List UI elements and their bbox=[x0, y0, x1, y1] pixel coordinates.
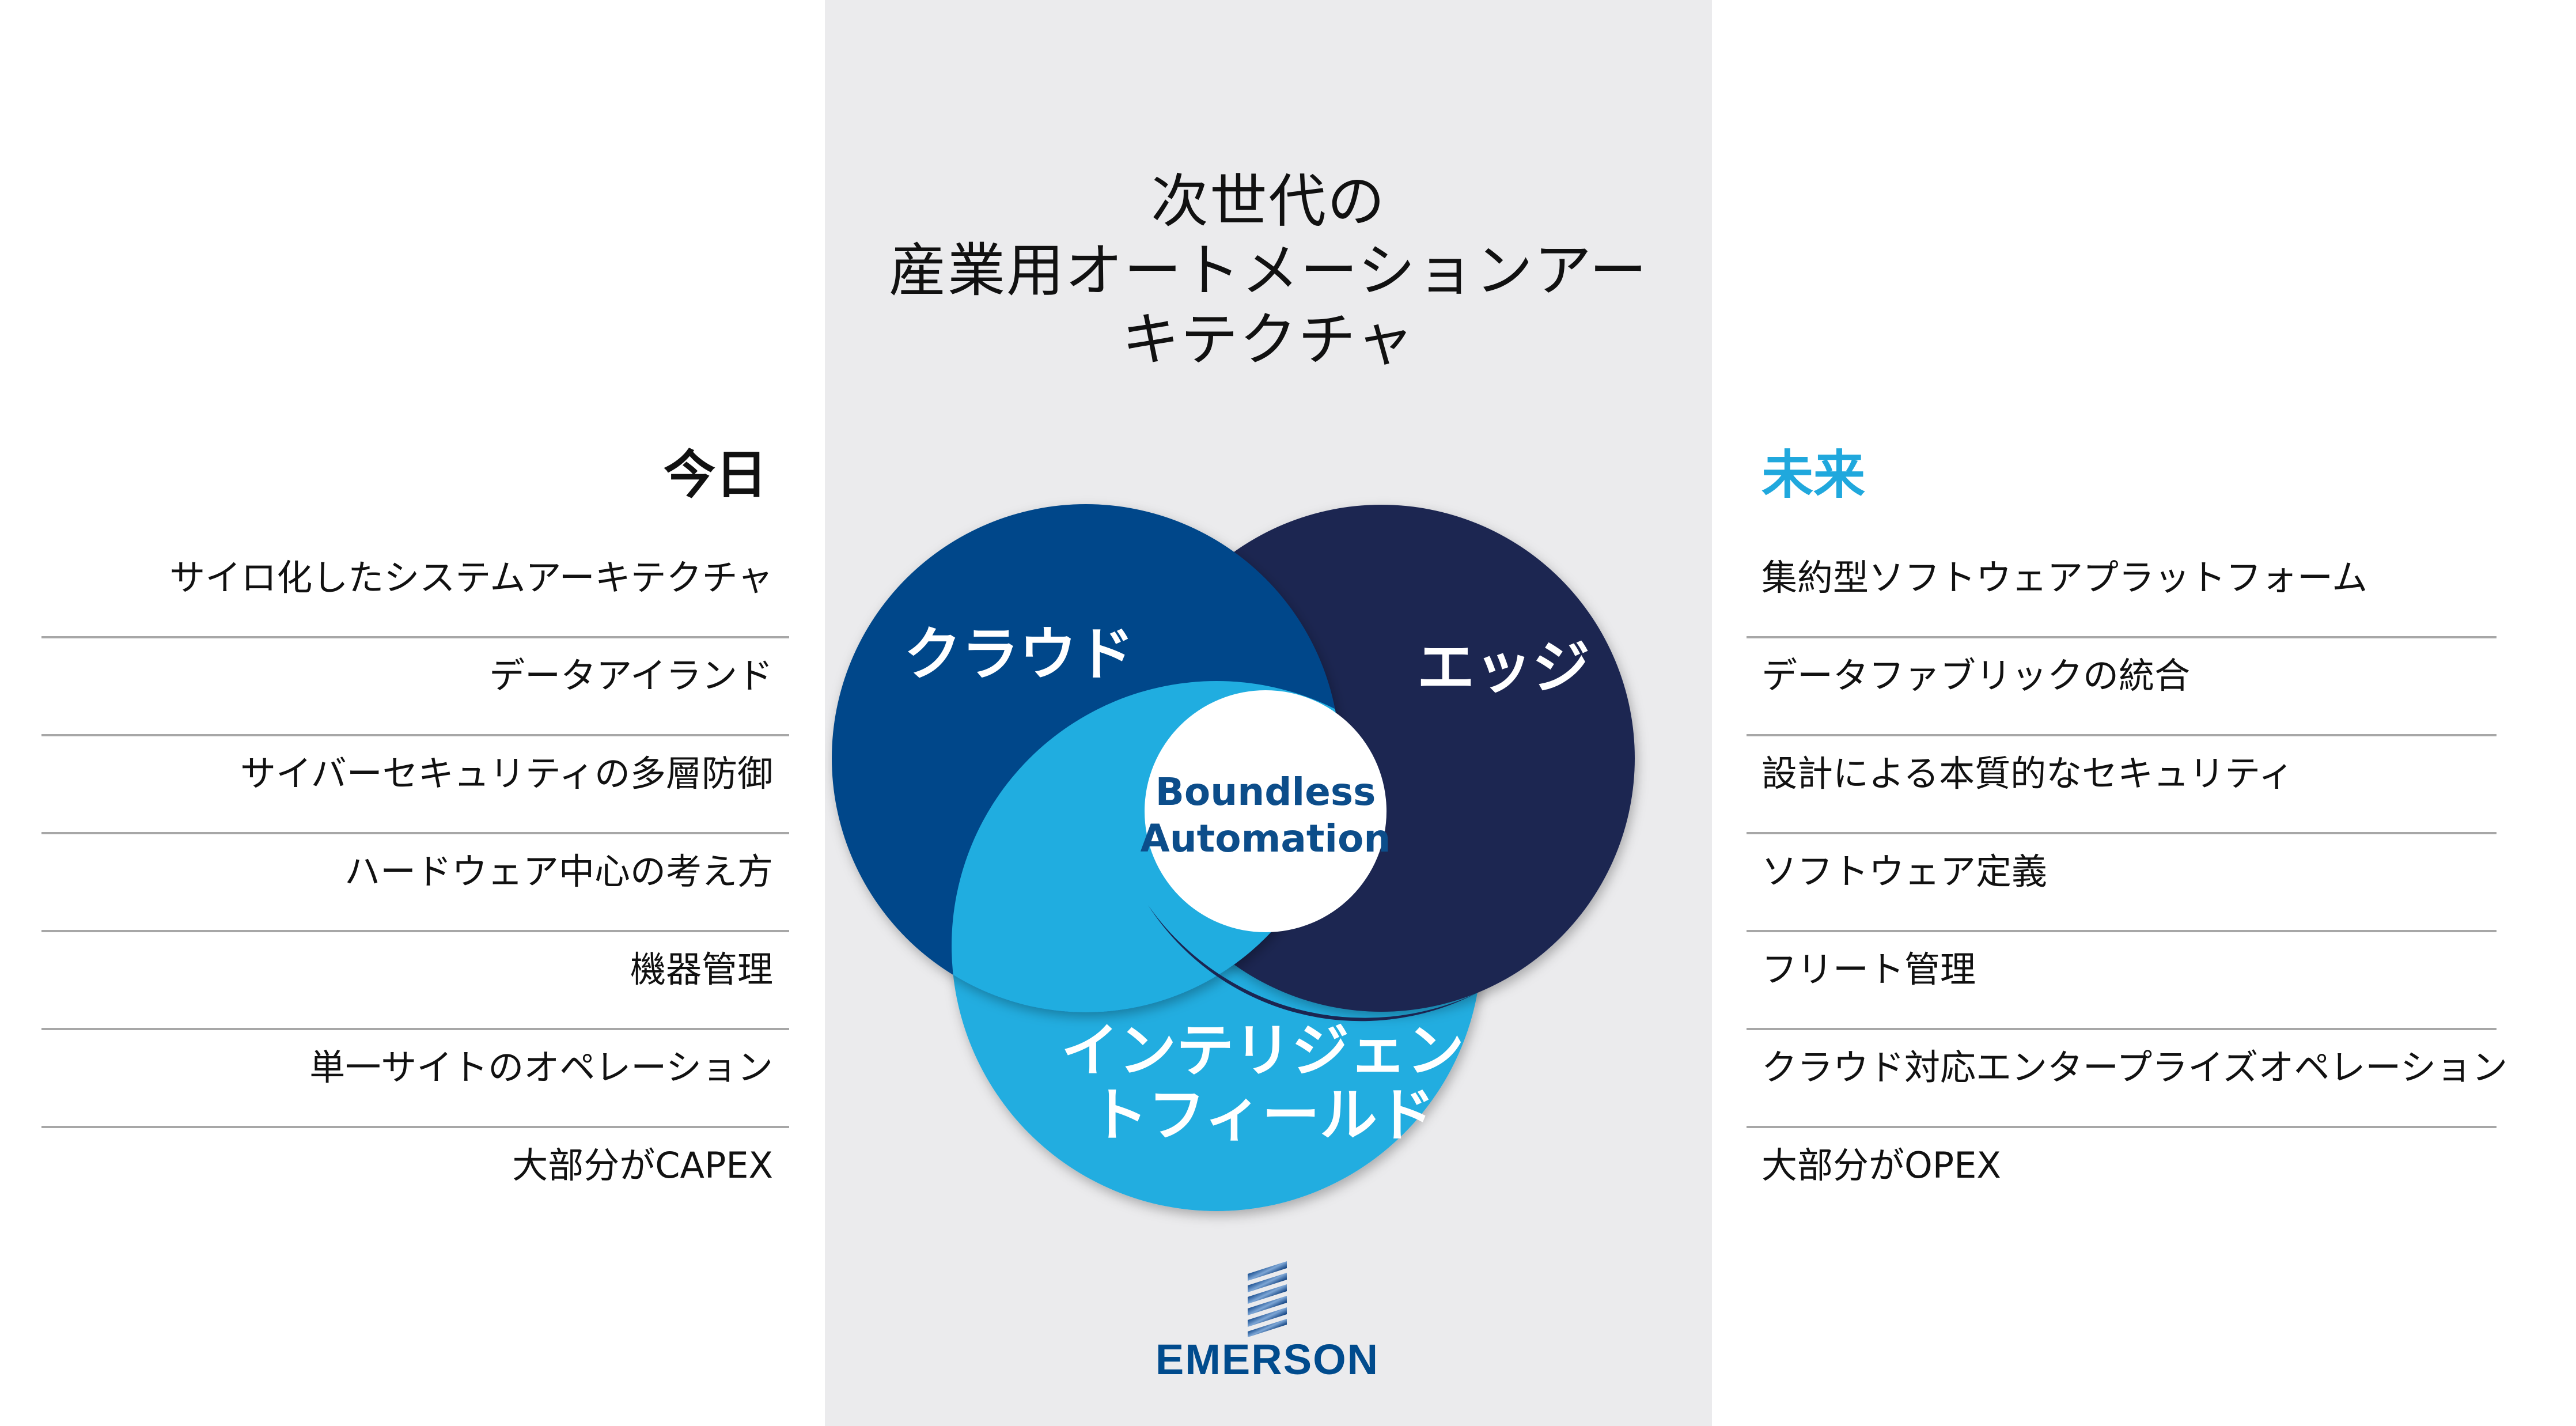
future-item: 集約型ソフトウェアプラットフォーム bbox=[1747, 540, 2497, 638]
today-list: サイロ化したシステムアーキテクチャ データアイランド サイバーセキュリティの多層… bbox=[41, 540, 789, 1226]
title-line-1: 次世代の bbox=[1151, 168, 1386, 235]
today-item: 大部分がCAPEX bbox=[512, 1144, 773, 1186]
emerson-wordmark: EMERSON bbox=[1155, 1336, 1380, 1383]
future-item: フリート管理 bbox=[1747, 932, 2497, 1030]
emerson-emblem-icon bbox=[1248, 1261, 1287, 1338]
today-item: データアイランド bbox=[41, 638, 789, 736]
emerson-logo: EMERSON bbox=[1129, 1259, 1406, 1386]
center-label-line-1: Boundless bbox=[1156, 770, 1376, 814]
today-item: ハードウェア中心の考え方 bbox=[41, 834, 789, 932]
future-list: 集約型ソフトウェアプラットフォーム データファブリックの統合 設計による本質的な… bbox=[1747, 540, 2507, 1226]
future-header: 未来 bbox=[1761, 445, 1865, 505]
today-item: 機器管理 bbox=[41, 932, 789, 1030]
title-line-2: 産業用オートメーションアー bbox=[889, 237, 1648, 304]
today-header: 今日 bbox=[664, 445, 767, 505]
boundless-automation-diagram: クラウド エッジ インテリジェン トフィールド Boundless Automa… bbox=[832, 504, 1635, 1211]
today-item: サイロ化したシステムアーキテクチャ bbox=[41, 540, 789, 638]
page-title: 次世代の 産業用オートメーションアー キテクチャ bbox=[825, 167, 1712, 375]
center-circle bbox=[1145, 690, 1387, 932]
intelligent-field-label-line-2: トフィールド bbox=[1090, 1081, 1435, 1149]
future-item: ソフトウェア定義 bbox=[1747, 834, 2497, 932]
today-item: サイバーセキュリティの多層防御 bbox=[41, 736, 789, 834]
title-line-3: キテクチャ bbox=[1122, 306, 1415, 373]
future-item: データファブリックの統合 bbox=[1747, 638, 2497, 736]
center-label-line-2: Automation bbox=[1141, 816, 1391, 861]
future-item: 大部分がOPEX bbox=[1761, 1144, 2001, 1186]
cloud-label: クラウド bbox=[904, 621, 1134, 688]
future-item: 設計による本質的なセキュリティ bbox=[1747, 736, 2497, 834]
intelligent-field-label-line-1: インテリジェン bbox=[1061, 1017, 1464, 1084]
edge-label: エッジ bbox=[1417, 634, 1590, 701]
today-item: 単一サイトのオペレーション bbox=[41, 1030, 789, 1128]
intelligent-field-overlap bbox=[952, 681, 1340, 1012]
future-item: クラウド対応エンタープライズオペレーション bbox=[1747, 1030, 2507, 1128]
